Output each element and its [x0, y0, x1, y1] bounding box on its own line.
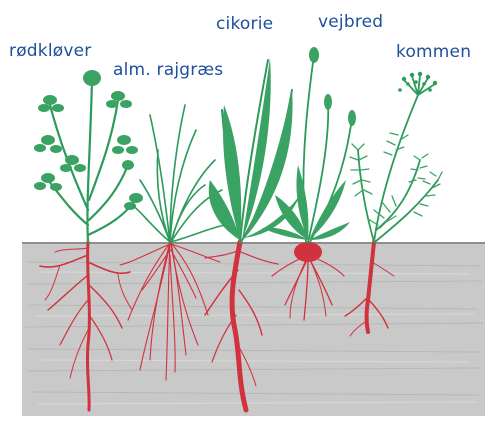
plantain-leaves	[262, 47, 356, 240]
label-cikorie: cikorie	[216, 14, 273, 34]
label-roedkloever: rødkløver	[9, 41, 91, 61]
label-vejbred: vejbred	[318, 12, 383, 32]
grass-blades	[132, 105, 225, 242]
label-kommen: kommen	[396, 42, 471, 62]
caraway-flowers	[398, 72, 437, 92]
label-alm-rajgraes: alm. rajgræs	[113, 60, 223, 80]
soil-layer	[22, 242, 485, 416]
caraway-leaves	[350, 133, 442, 228]
caraway-stems	[358, 75, 438, 242]
